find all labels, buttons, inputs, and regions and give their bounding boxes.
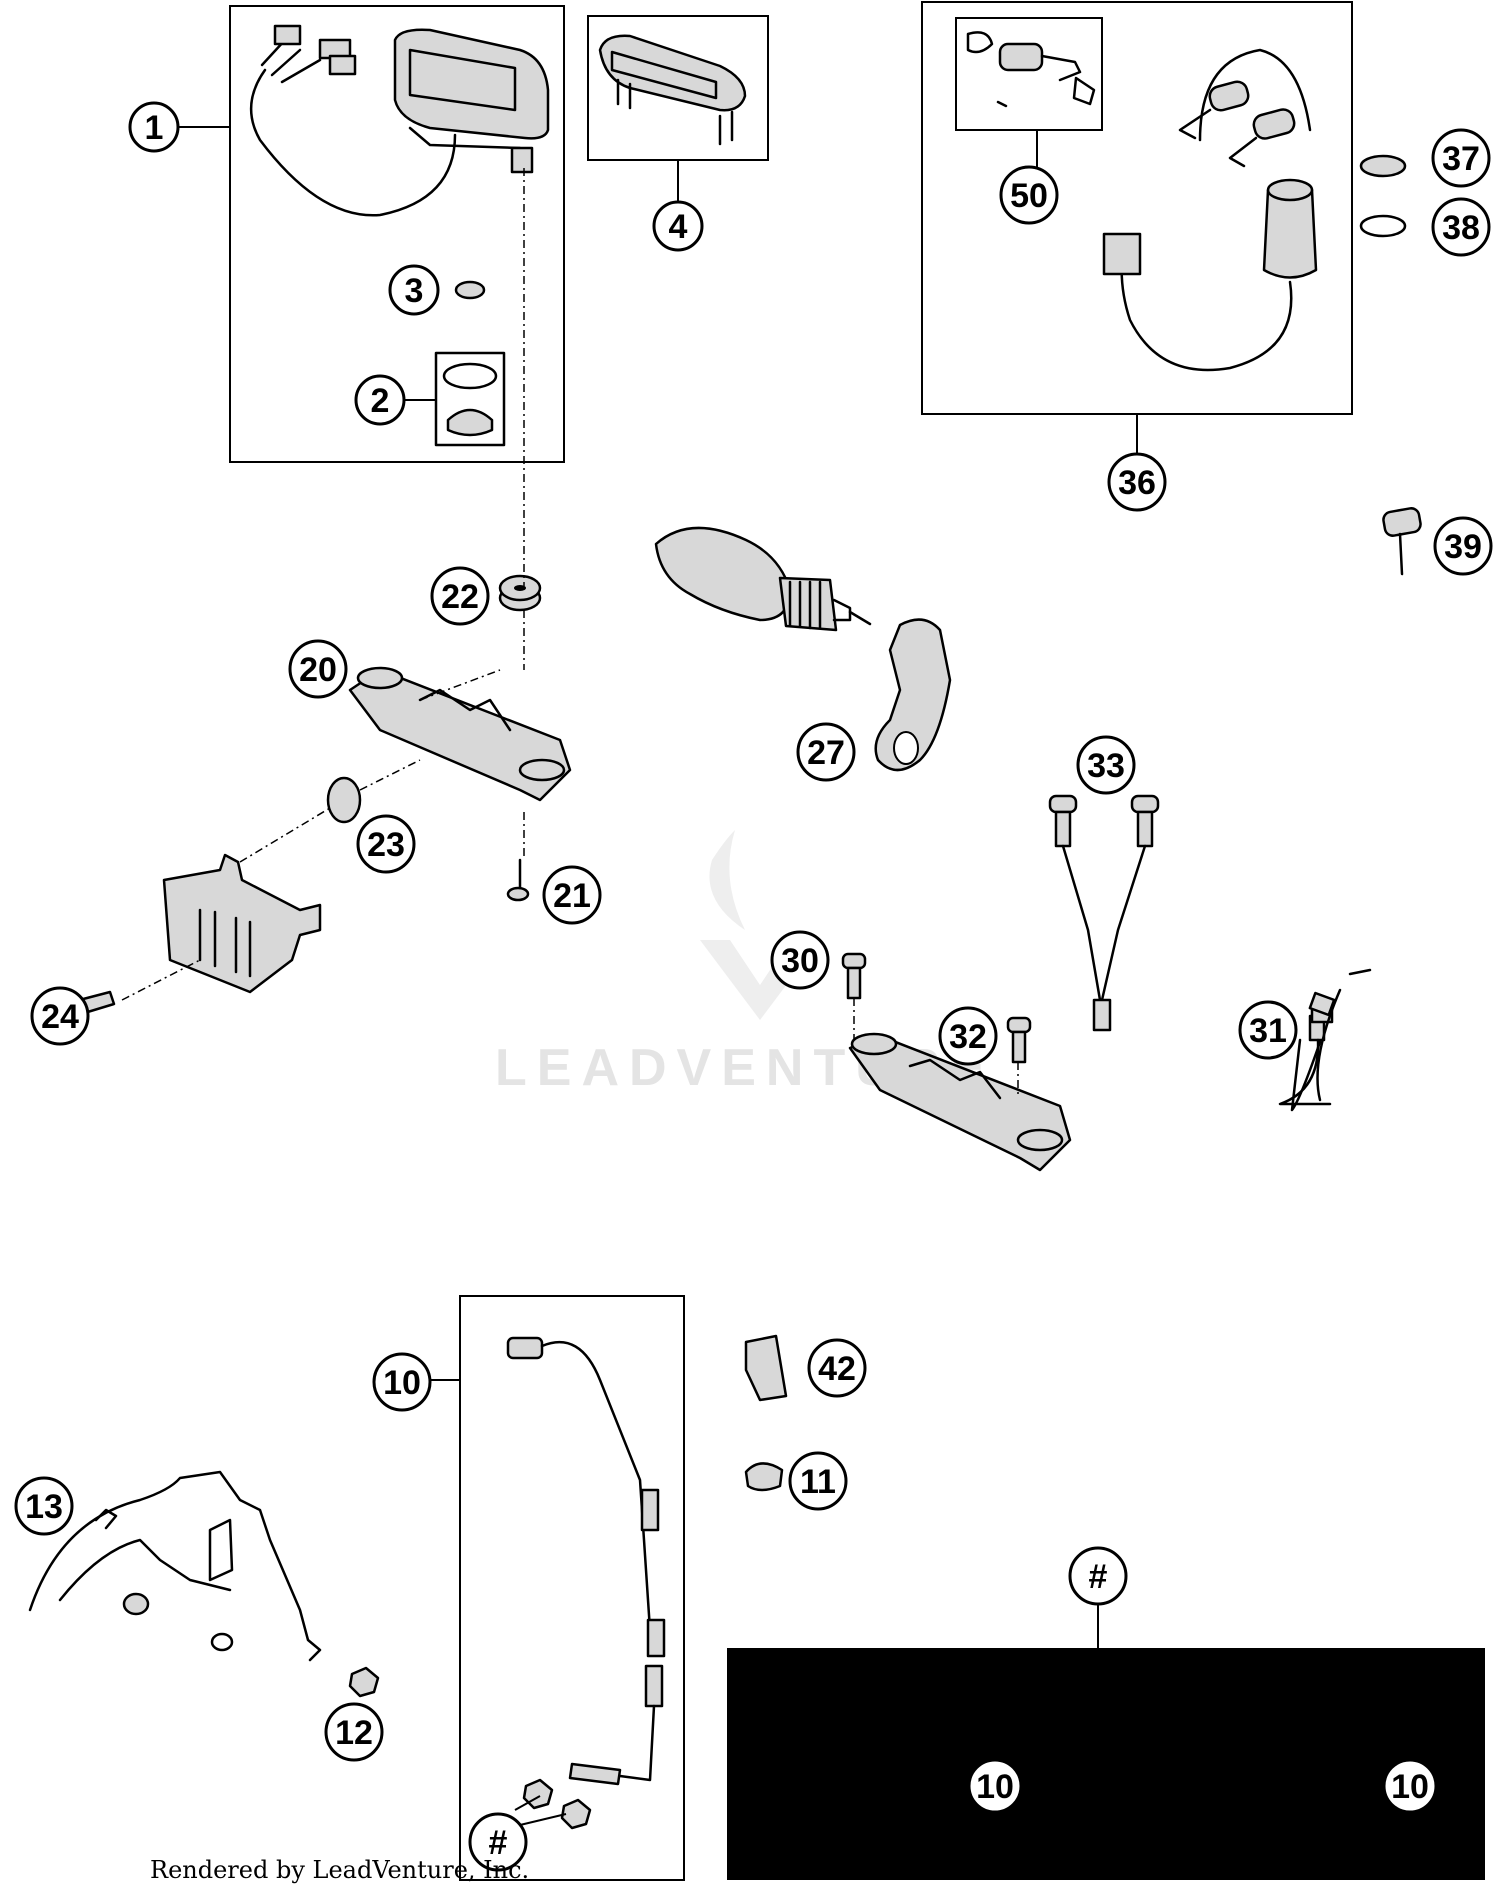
callout-36[interactable]: 36 [1107, 452, 1167, 512]
lock-nut [1359, 154, 1407, 178]
svg-text:24: 24 [41, 998, 79, 1036]
callout-31[interactable]: 31 [1238, 1000, 1298, 1060]
callout-39[interactable]: 39 [1433, 516, 1493, 576]
leader-lines [121, 126, 1138, 1826]
svg-text:12: 12 [335, 1714, 373, 1752]
svg-text:4: 4 [669, 208, 688, 246]
cable-clip [744, 1334, 788, 1402]
svg-text:#: # [1089, 1558, 1108, 1596]
callout-20[interactable]: 20 [288, 639, 348, 699]
callout-13[interactable]: 13 [14, 1476, 74, 1536]
svg-text:1: 1 [145, 109, 164, 147]
bulb-socket-left [841, 952, 867, 1000]
instrument-bracket-upper [348, 666, 572, 802]
svg-text:38: 38 [1442, 209, 1480, 247]
lock-cylinder-box [955, 17, 1103, 131]
callout-50[interactable]: 50 [999, 165, 1059, 225]
o-ring [1359, 214, 1407, 238]
callout-22[interactable]: 22 [430, 566, 490, 626]
callout-10-panel-right[interactable]: 10 [1382, 1758, 1438, 1814]
svg-text:22: 22 [441, 578, 479, 616]
callout-10-panel-left[interactable]: 10 [967, 1758, 1023, 1814]
mounting-bracket [46, 853, 322, 1024]
svg-text:31: 31 [1249, 1012, 1287, 1050]
svg-text:10: 10 [383, 1364, 421, 1402]
wheel-speed-sensor [506, 1336, 666, 1830]
solid-black-panel [727, 1648, 1485, 1880]
callout-10-sensor[interactable]: 10 [372, 1352, 432, 1412]
callout-30[interactable]: 30 [770, 930, 830, 990]
callout-11[interactable]: 11 [788, 1451, 848, 1511]
callout-24[interactable]: 24 [30, 986, 90, 1046]
wheel-speed-sensor-box [459, 1295, 685, 1881]
svg-text:20: 20 [299, 651, 337, 689]
turn-signal [654, 526, 952, 772]
callout-33[interactable]: 33 [1076, 735, 1136, 795]
svg-text:36: 36 [1118, 464, 1156, 502]
bulb-socket-right [1006, 1016, 1032, 1064]
grommet-upper [498, 574, 542, 612]
callout-4[interactable]: 4 [652, 200, 704, 252]
callout-38[interactable]: 38 [1431, 197, 1491, 257]
svg-text:21: 21 [553, 877, 591, 915]
svg-text:13: 13 [25, 1488, 63, 1526]
callout-1[interactable]: 1 [128, 101, 180, 153]
callout-21[interactable]: 21 [542, 865, 602, 925]
svg-text:10: 10 [976, 1768, 1014, 1806]
svg-text:33: 33 [1087, 747, 1125, 785]
speedometer-small [598, 34, 747, 146]
lock-cylinder [966, 31, 1096, 108]
svg-text:37: 37 [1442, 140, 1480, 178]
cable-clamp [744, 1462, 784, 1492]
svg-text:3: 3 [405, 272, 424, 310]
callout-23[interactable]: 23 [356, 814, 416, 874]
callout-27[interactable]: 27 [796, 722, 856, 782]
key-blank [1382, 507, 1422, 576]
svg-text:42: 42 [818, 1350, 856, 1388]
seal-kit [434, 351, 506, 447]
callout-32[interactable]: 32 [938, 1006, 998, 1066]
wiring-harness [1048, 794, 1160, 1032]
grommet-lower [326, 776, 362, 824]
callout-12[interactable]: 12 [324, 1702, 384, 1762]
speedometer-assembly [249, 24, 550, 217]
svg-text:27: 27 [807, 734, 845, 772]
callout-37[interactable]: 37 [1431, 128, 1491, 188]
instrument-cluster-box [229, 5, 565, 463]
cap-washer [454, 280, 486, 300]
disc-guard [28, 1470, 322, 1662]
svg-text:30: 30 [781, 942, 819, 980]
instrument-bracket-lower [848, 1032, 1072, 1172]
ignition-switch [1102, 48, 1318, 372]
callout-hash-sensor[interactable]: # [468, 1812, 528, 1872]
callout-hash-panel[interactable]: # [1068, 1546, 1128, 1606]
callout-3[interactable]: 3 [388, 264, 440, 316]
render-credit: Rendered by LeadVenture, Inc. [150, 1856, 529, 1884]
svg-text:#: # [489, 1824, 508, 1862]
callout-2[interactable]: 2 [354, 374, 406, 426]
svg-text:39: 39 [1444, 528, 1482, 566]
svg-text:2: 2 [371, 382, 390, 420]
svg-text:50: 50 [1010, 177, 1048, 215]
svg-text:23: 23 [367, 826, 405, 864]
callout-42[interactable]: 42 [807, 1338, 867, 1398]
svg-text:11: 11 [800, 1463, 836, 1501]
indicator-light [1278, 968, 1372, 1112]
screw [506, 858, 530, 902]
svg-text:32: 32 [949, 1018, 987, 1056]
nut [348, 1666, 380, 1698]
svg-text:10: 10 [1391, 1768, 1429, 1806]
